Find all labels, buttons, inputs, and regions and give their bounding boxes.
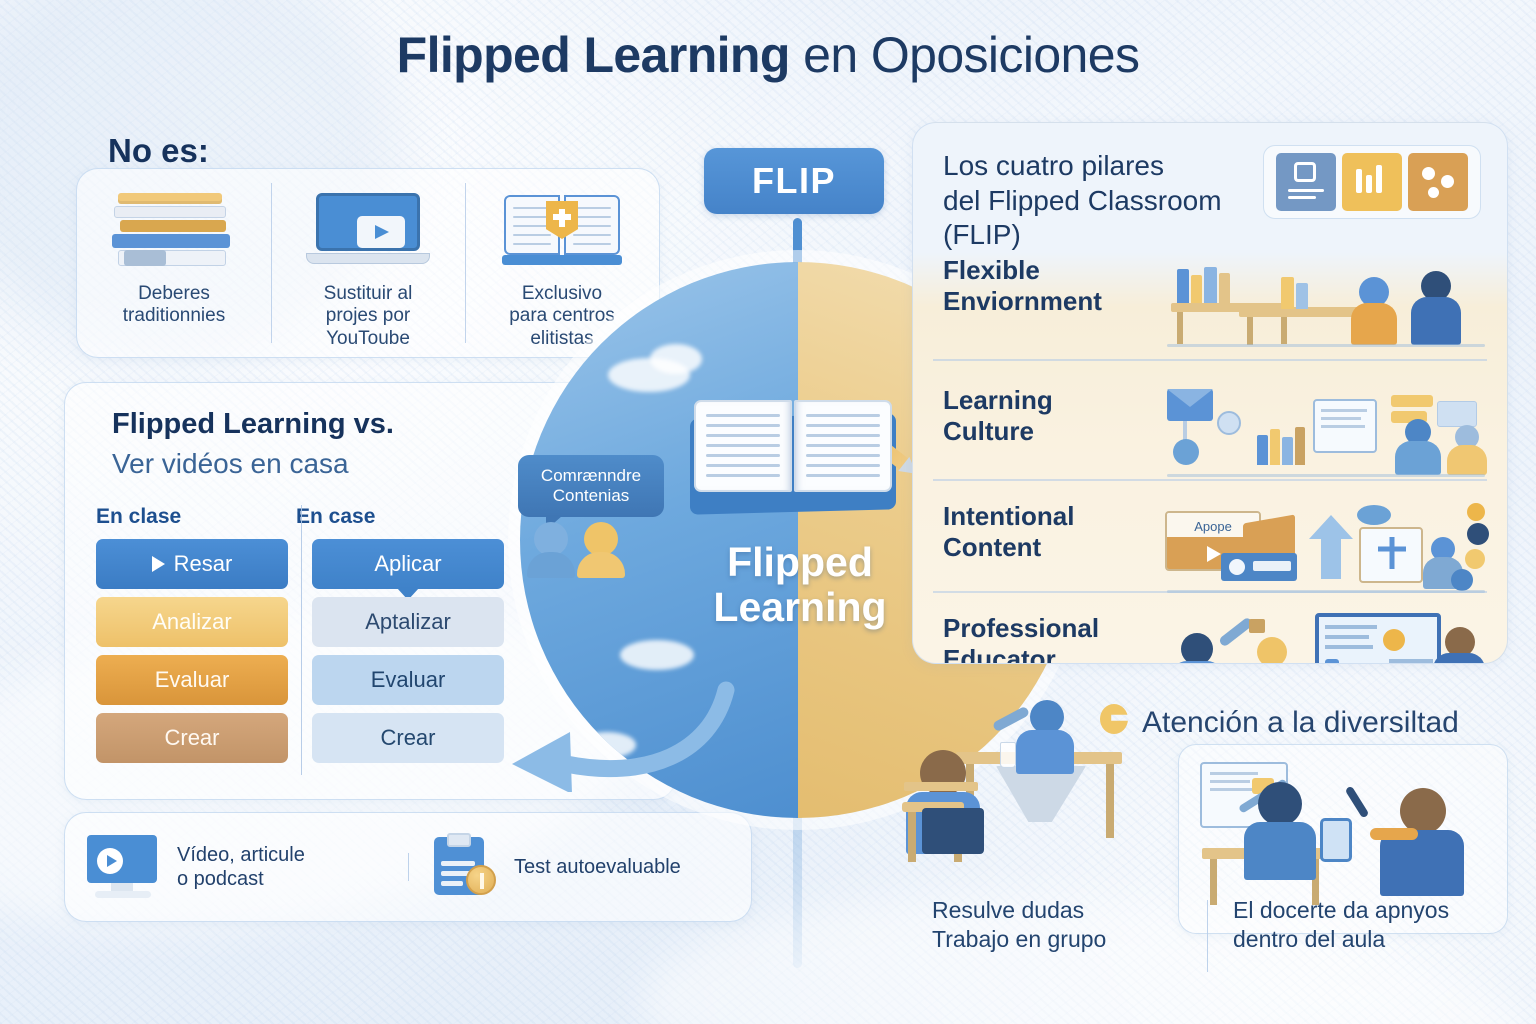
document-icon: [1276, 153, 1336, 211]
comparison-chip[interactable]: Resar: [96, 539, 288, 589]
column-header-en-clase: En clase: [96, 505, 182, 528]
comparison-chip[interactable]: Aplicar: [312, 539, 504, 589]
comparison-chip-label: Crear: [164, 725, 220, 750]
classroom-bookshelf-teacher-art: [1161, 251, 1491, 349]
comparison-chip[interactable]: Crear: [312, 713, 504, 763]
comparison-column-right: Aplicar Aptalizar Evaluar Crear: [312, 539, 504, 771]
page-title-normal: en Oposiciones: [803, 27, 1140, 83]
video-apope-upload-art: Apope: [1161, 497, 1491, 595]
comparison-chip[interactable]: Crear: [96, 713, 288, 763]
page-title-bold: Flipped Learning: [396, 27, 804, 83]
page-title: Flipped Learning en Oposiciones: [0, 26, 1536, 84]
open-book-badge-icon: [500, 187, 624, 273]
comparison-chip[interactable]: Evaluar: [312, 655, 504, 705]
group-work-desk-art: [900, 690, 1200, 900]
comparison-chip-label: Evaluar: [154, 667, 230, 692]
resource-item: Test autoevaluable: [408, 833, 751, 899]
network-nodes-icon: [1408, 153, 1468, 211]
comparison-subheading: Ver vidéos en casa: [112, 448, 349, 479]
comparison-column-left: Resar Analizar Evaluar Crear: [96, 539, 288, 771]
laptop-video-icon: [306, 187, 430, 273]
comparison-chip-label: Evaluar: [370, 667, 446, 692]
comparison-chip-label: Aptalizar: [365, 609, 451, 634]
whiteboard-students-art: [1161, 609, 1491, 663]
resource-item-label: Test autoevaluable: [514, 856, 681, 878]
diversity-title: Atención a la diversiltad: [1142, 706, 1459, 739]
mail-books-group-art: [1161, 381, 1491, 479]
comparison-chip[interactable]: Analizar: [96, 597, 288, 647]
comparison-column-headers: En clase En case: [96, 505, 516, 529]
comparison-chip-label: Analizar: [152, 609, 232, 634]
comparison-chip[interactable]: Evaluar: [96, 655, 288, 705]
flip-badge: FLIP: [704, 148, 884, 214]
monitor-play-icon: [87, 835, 163, 899]
comparison-chip-label: Aplicar: [374, 551, 442, 576]
comparison-chip-label: Resar: [173, 551, 233, 576]
clipboard-coin-icon: [430, 833, 500, 899]
two-students-icon: [527, 520, 648, 578]
comparison-columns: En clase En case Resar Analizar Evaluar …: [96, 505, 516, 775]
comparison-chip-label: Crear: [380, 725, 436, 750]
column-header-en-case: En case: [296, 505, 376, 528]
curved-arrow-icon: [512, 681, 735, 792]
teacher-support-tablet-art: [1192, 756, 1498, 922]
comparison-chip[interactable]: Aptalizar: [312, 597, 504, 647]
pillar-icon-cards: [1263, 145, 1481, 219]
chart-bars-speech-icon: [1342, 153, 1402, 211]
open-book-pencil-icon: [690, 400, 909, 516]
stack-of-books-icon: [112, 187, 236, 273]
comparison-heading: Flipped Learning vs.: [112, 408, 394, 440]
play-icon: [151, 556, 165, 572]
no-es-heading: No es:: [108, 132, 209, 169]
